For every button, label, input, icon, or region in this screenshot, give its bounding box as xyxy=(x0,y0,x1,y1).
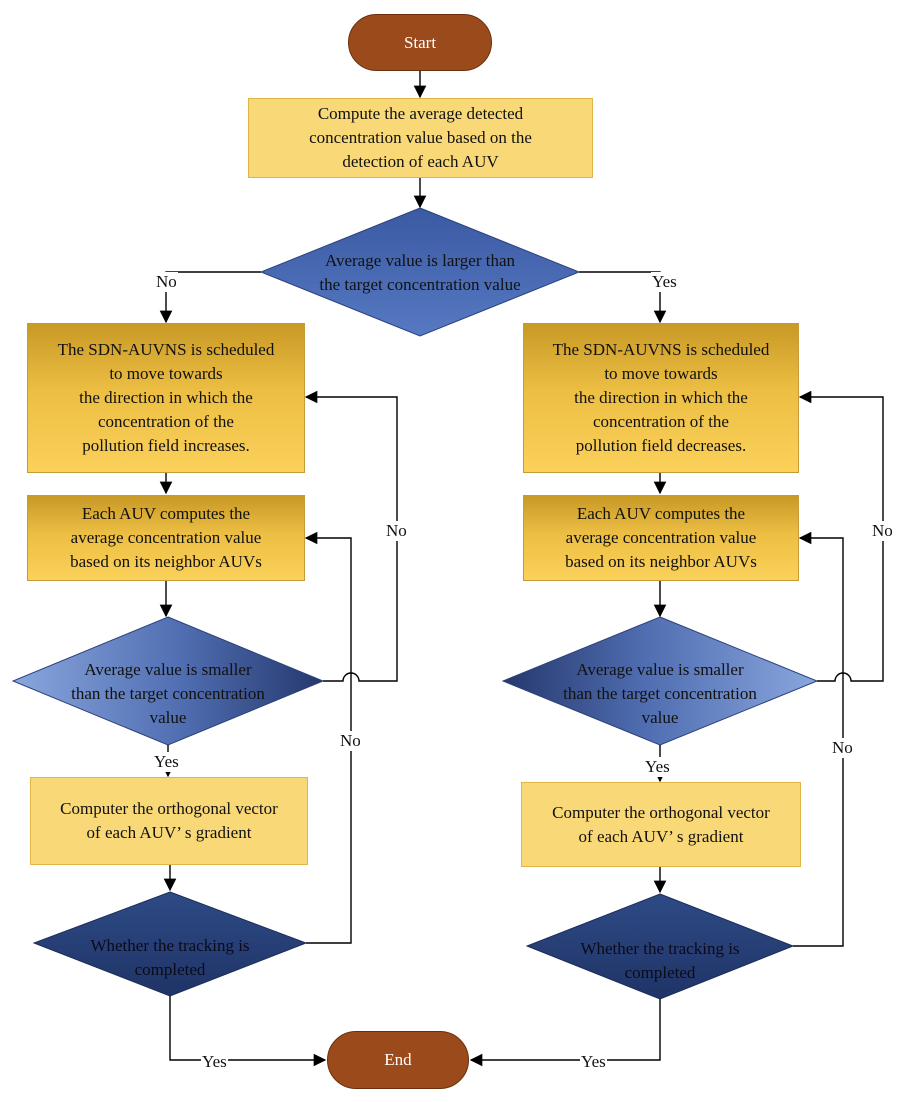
right-no-lower-label: No xyxy=(831,738,854,758)
right-orthogonal-text: Computer the orthogonal vector of each A… xyxy=(552,802,770,846)
right-yes-bottom-label: Yes xyxy=(580,1052,607,1072)
compute-average-box: Compute the average detected concentrati… xyxy=(248,98,593,178)
right-yes-mid-label: Yes xyxy=(644,757,671,777)
decision-top-diamond xyxy=(259,207,581,337)
right-smaller-text: Average value is smaller than the target… xyxy=(563,660,757,727)
left-each-auv-box: Each AUV computes the average concentrat… xyxy=(27,495,305,581)
decision-top-text: Average value is larger than the target … xyxy=(319,251,521,294)
left-yes-bottom-label: Yes xyxy=(201,1052,228,1072)
arrow-top-yes-branch xyxy=(579,271,667,324)
arrow-top-no-branch xyxy=(159,271,261,324)
right-tracking-text: Whether the tracking is completed xyxy=(580,939,740,982)
start-terminal: Start xyxy=(348,14,492,71)
top-yes-label: Yes xyxy=(651,272,678,292)
right-each-auv-text: Each AUV computes the average concentrat… xyxy=(565,504,757,571)
left-tracking-text: Whether the tracking is completed xyxy=(90,936,250,979)
start-label: Start xyxy=(403,32,437,52)
arrow-left-yes-to-end xyxy=(169,996,327,1067)
left-smaller-text: Average value is smaller than the target… xyxy=(71,660,265,727)
right-schedule-text: The SDN-AUVNS is scheduled to move towar… xyxy=(552,340,770,455)
left-schedule-box: The SDN-AUVNS is scheduled to move towar… xyxy=(27,323,305,473)
right-each-auv-box: Each AUV computes the average concentrat… xyxy=(523,495,799,581)
compute-average-text: Compute the average detected concentrati… xyxy=(309,104,532,171)
left-each-auv-text: Each AUV computes the average concentrat… xyxy=(70,504,262,571)
left-no-upper-label: No xyxy=(385,521,408,541)
left-orthogonal-box: Computer the orthogonal vector of each A… xyxy=(30,777,308,865)
arrow-right-no-loop-upper xyxy=(798,390,884,682)
left-no-lower-label: No xyxy=(339,731,362,751)
left-yes-mid-label: Yes xyxy=(153,752,180,772)
left-orthogonal-text: Computer the orthogonal vector of each A… xyxy=(60,799,278,842)
end-terminal: End xyxy=(327,1031,469,1089)
left-schedule-text: The SDN-AUVNS is scheduled to move towar… xyxy=(57,340,275,455)
arrow-left-no-loop-upper xyxy=(304,390,398,682)
right-orthogonal-box: Computer the orthogonal vector of each A… xyxy=(521,782,801,867)
right-schedule-box: The SDN-AUVNS is scheduled to move towar… xyxy=(523,323,799,473)
right-no-upper-label: No xyxy=(871,521,894,541)
top-no-label: No xyxy=(155,272,178,292)
arrow-right-yes-to-end xyxy=(469,999,661,1067)
end-label: End xyxy=(384,1050,412,1069)
